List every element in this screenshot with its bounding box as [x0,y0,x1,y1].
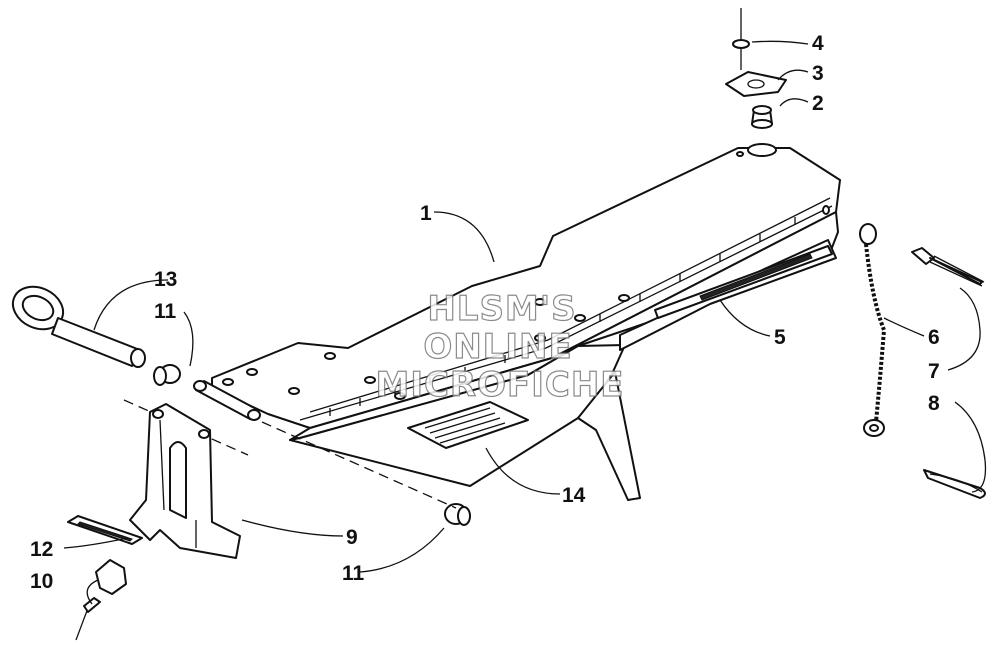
knob-screw [75,559,127,641]
watermark: HLSM'S ONLINE MICROFICHE [375,288,624,405]
callout-13: 13 [154,268,177,291]
pin-axis-line-2 [261,421,457,509]
lock-pin [911,247,985,287]
leader-lines [63,40,987,605]
hitch-pin-tube [193,380,261,421]
callout-14: 14 [562,484,586,507]
watermark-line-2: ONLINE [423,327,572,367]
hitch-tray-body [211,143,841,501]
callout-8: 8 [928,392,940,415]
bushing-upper [153,364,181,386]
callout-4: 4 [812,32,824,55]
callout-5: 5 [774,326,786,349]
callout-7: 7 [928,360,940,383]
hair-pin-clip [923,469,986,499]
callout-9: 9 [346,526,358,549]
lanyard-cable [859,223,887,437]
callout-1: 1 [420,202,432,225]
hitch-bracket [129,403,241,559]
bushing-lower [444,503,471,526]
mounting-plate [725,71,787,97]
callout-2: 2 [812,92,824,115]
callout-11b: 11 [342,562,365,585]
callout-11a: 11 [154,300,177,323]
slotted-plate [67,515,143,545]
callout-6: 6 [928,326,940,349]
callout-12: 12 [30,538,53,561]
hitch-pin [11,285,146,368]
retaining-pin [732,8,750,70]
grommet [751,105,773,129]
callout-3: 3 [812,62,824,85]
callout-10: 10 [30,570,53,593]
callouts: 1 2 3 4 5 6 7 8 9 10 11 11 12 13 14 [30,32,940,593]
watermark-line-3: MICROFICHE [375,365,624,405]
watermark-line-1: HLSM'S [427,289,576,329]
